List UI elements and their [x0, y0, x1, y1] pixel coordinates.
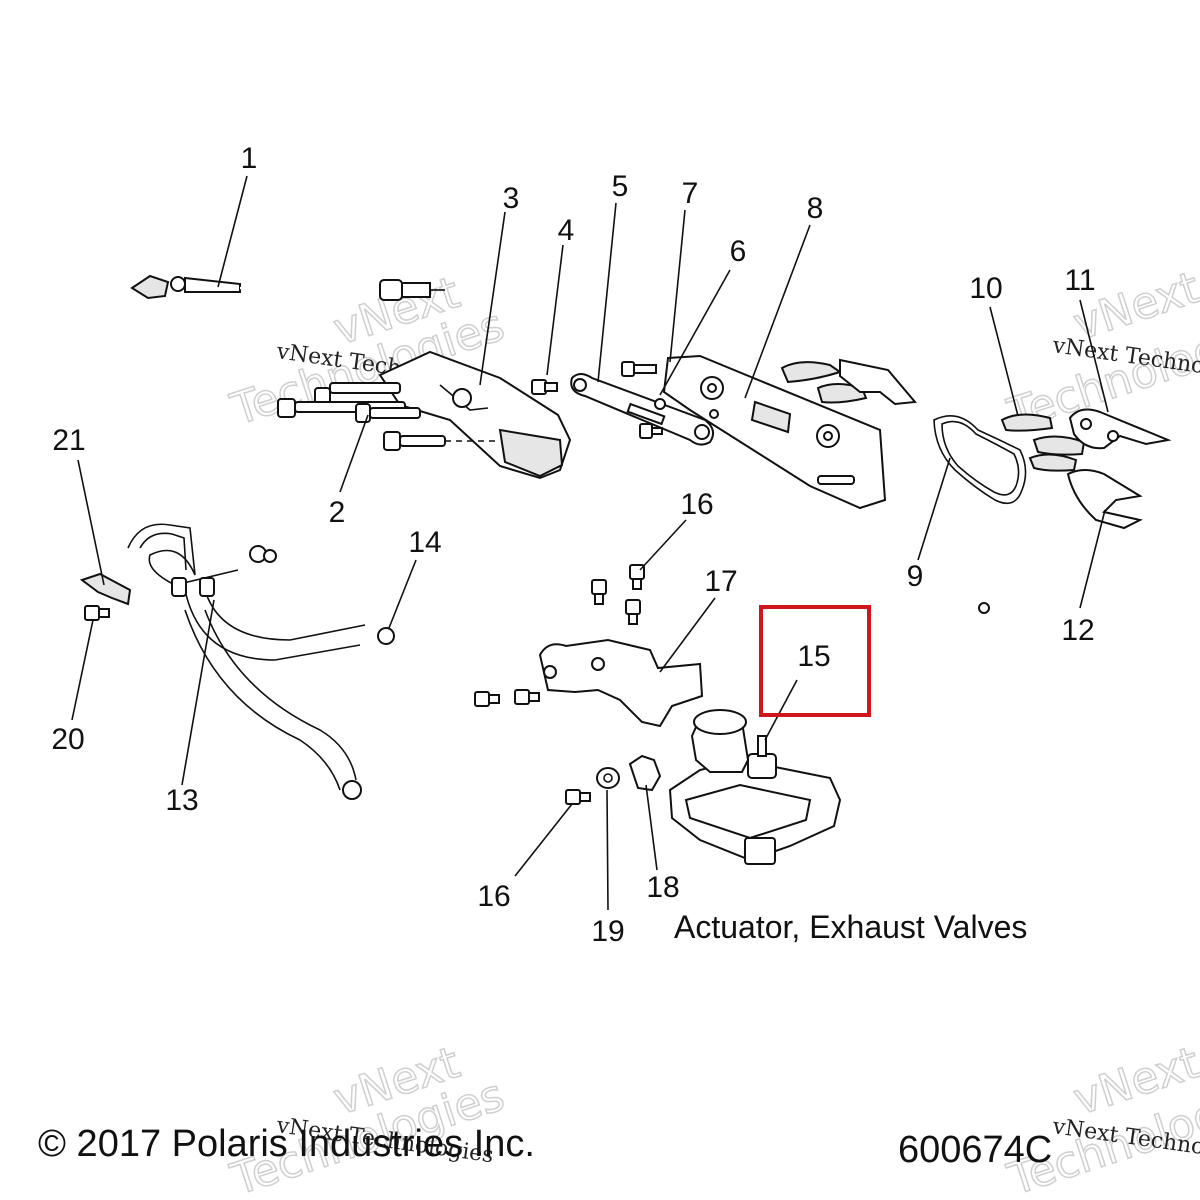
callout-4[interactable]: 4	[558, 214, 575, 247]
part-valve-lower	[978, 469, 1143, 614]
callout-10[interactable]: 10	[969, 272, 1002, 305]
callout-3[interactable]: 3	[503, 182, 520, 215]
callout-13[interactable]: 13	[165, 784, 198, 817]
callout-16-lower[interactable]: 16	[477, 880, 510, 913]
callout-11[interactable]: 11	[1064, 264, 1095, 297]
callout-18[interactable]: 18	[646, 871, 679, 904]
callout-17[interactable]: 17	[704, 565, 737, 598]
callout-labels: 1 2 3 4 5 6 7 8 9 10 11 12 13 14 15 16 1…	[51, 142, 1095, 948]
copyright-text: © 2017 Polaris Industries Inc.	[38, 1123, 535, 1165]
part-washer	[596, 767, 620, 789]
part-grommet	[628, 754, 662, 792]
part-hose-clamps	[249, 545, 395, 800]
part-plate	[662, 354, 887, 510]
drawing-number: 600674C	[898, 1129, 1052, 1171]
part-small-bolt	[84, 605, 110, 621]
part-linkage	[531, 361, 715, 446]
part-clip-bracket	[79, 572, 132, 606]
part-springs	[1000, 413, 1086, 472]
callout-8[interactable]: 8	[807, 192, 824, 225]
part-bracket	[538, 638, 704, 728]
part-bolts	[277, 382, 500, 451]
highlight-box	[759, 605, 871, 717]
callout-20[interactable]: 20	[51, 723, 84, 756]
callout-12[interactable]: 12	[1061, 614, 1094, 647]
part-spring-pair-upper	[780, 358, 917, 406]
callout-14[interactable]: 14	[408, 526, 441, 559]
part-screws-left	[474, 689, 540, 707]
callout-21[interactable]: 21	[52, 424, 85, 457]
part-hose	[127, 523, 366, 791]
callout-15[interactable]: 15	[797, 640, 830, 673]
watermark-bottom-right: Technologies vNext vNext Technologies	[1001, 1036, 1200, 1200]
callout-9[interactable]: 9	[907, 560, 924, 593]
watermark-bottom-left: Technologies vNext vNext Technologies	[224, 1036, 511, 1200]
callout-2[interactable]: 2	[329, 496, 346, 529]
callout-1[interactable]: 1	[241, 142, 258, 175]
part-screws-upper	[591, 564, 645, 625]
callout-7[interactable]: 7	[682, 177, 699, 210]
part-screw-lower	[565, 789, 591, 805]
callout-16-upper[interactable]: 16	[680, 488, 713, 521]
callout-19[interactable]: 19	[591, 915, 624, 948]
part-valve-upper	[1068, 408, 1172, 450]
part-cover-housing	[378, 350, 572, 480]
diagram-caption: Actuator, Exhaust Valves	[674, 909, 1027, 945]
callout-6[interactable]: 6	[730, 235, 747, 268]
part-actuator	[668, 709, 842, 865]
callout-5[interactable]: 5	[612, 170, 629, 203]
part-gasket	[933, 414, 1027, 505]
part-cable	[130, 274, 445, 301]
leader-lines	[71, 175, 1109, 911]
